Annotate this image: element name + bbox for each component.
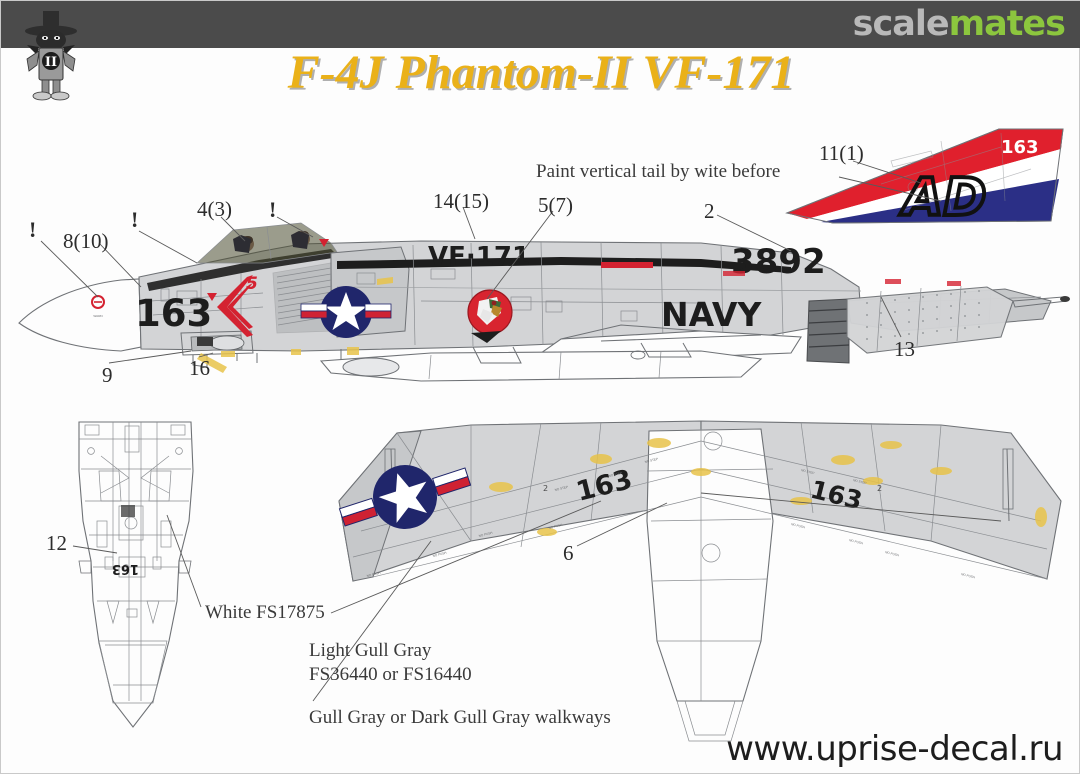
left-wing-number: 163 [573,464,635,508]
right-wing-number: 163 [808,475,866,516]
svg-text:NO PUSH: NO PUSH [366,571,381,578]
callout-12: 12 [46,531,67,555]
svg-text:NO PUSH: NO PUSH [478,531,493,538]
callout-9: 9 [102,363,113,387]
svg-text:NO STEP: NO STEP [853,478,867,485]
svg-text:II: II [45,55,57,70]
side-navy-text: NAVY [661,295,762,334]
side-squadron-text: VF·171 [428,242,530,272]
underside-nose-view: 163 [78,421,194,728]
callout-5-7: 5(7) [538,193,573,217]
callout-bang-2: ! [131,207,139,232]
underside-nose-number: 163 [112,561,139,576]
legend-white: White FS17875 [205,602,325,623]
callout-8-10: 8(10) [63,229,109,253]
legend-light-gull-gray-2: FS36440 or FS16440 [309,664,472,685]
watermark-scale: scale [852,4,950,44]
callout-4-3: 4(3) [197,197,232,221]
legend-walkways: Gull Gray or Dark Gull Gray walkways [309,707,611,728]
svg-text:2: 2 [877,484,882,493]
bureau-number: 3892 [731,242,826,282]
svg-text:NO PUSH: NO PUSH [849,538,864,545]
svg-text:NO PUSH: NO PUSH [885,550,900,557]
callout-bang-3: ! [269,197,277,222]
svg-text:NO PUSH: NO PUSH [791,522,806,529]
intake-five: 5 [246,274,258,294]
svg-text:WARN: WARN [93,314,102,318]
svg-text:NO STEP: NO STEP [608,471,622,478]
callout-14-15: 14(15) [433,189,489,213]
side-leader-lines [40,160,942,364]
page-title: F-4J Phantom-II VF-171 [287,46,795,99]
svg-text:AD: AD [899,168,986,228]
svg-text:NO STEP: NO STEP [554,485,568,492]
exhaust-nozzles [806,298,850,364]
wing-small-number: 2 [543,484,548,493]
watermark-mates: mates [948,4,1066,44]
callout-bang-1: ! [29,217,37,242]
svg-text:NO PUSH: NO PUSH [432,551,447,558]
squadron-badge-icon [467,289,513,335]
footer-url[interactable]: www.uprise-decal.ru [726,729,1063,769]
wing-planform-view: 163 163 NO PUSH NO PUSH NO PUSH NO PUSH … [338,420,1062,742]
paint-tail-note: Paint vertical tail by wite before [536,161,781,182]
callout-11-1: 11(1) [819,141,864,165]
callout-6: 6 [563,541,574,565]
svg-text:NO PUSH: NO PUSH [961,572,976,579]
callout-13: 13 [894,337,915,361]
underside-leader-lines [72,514,202,608]
header-bar [1,1,1080,48]
svg-text:NO PUSH: NO PUSH [548,523,563,530]
tail-modex: 163 [1001,137,1039,158]
phantom-mascot-icon: II [13,5,89,103]
callout-16: 16 [189,356,210,380]
callout-2: 2 [704,199,715,223]
side-national-insignia [300,286,392,338]
side-nose-number: 163 [135,292,212,335]
tail-code-AD: AD [897,166,988,230]
wing-national-insignia [338,465,472,529]
legend-light-gull-gray-1: Light Gull Gray [309,640,432,661]
scalemates-watermark: scalemates [852,4,1066,44]
svg-text:NO STEP: NO STEP [801,468,815,475]
svg-text:NO STEP: NO STEP [644,457,658,464]
